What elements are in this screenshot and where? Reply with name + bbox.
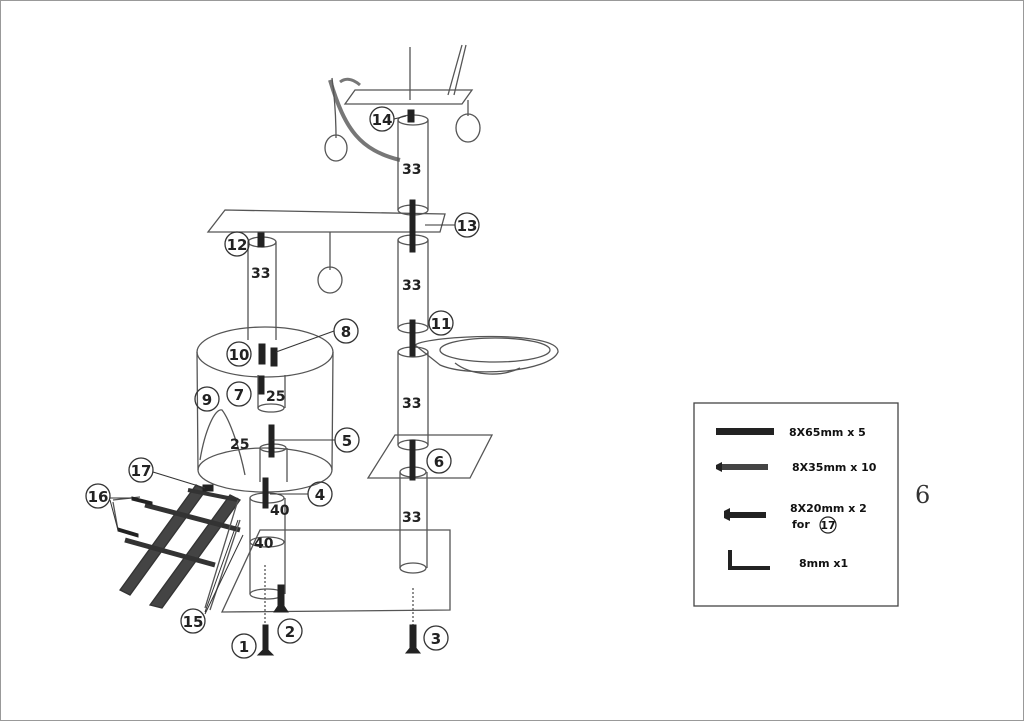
segment-label: 33 bbox=[251, 266, 270, 282]
callout-4: 4 bbox=[315, 486, 325, 504]
segment-label: 25 bbox=[266, 389, 285, 405]
callout-12: 12 bbox=[227, 236, 248, 254]
bolt-5-icon bbox=[268, 424, 275, 458]
long-bolt-icon bbox=[716, 428, 774, 435]
callout-leaders bbox=[109, 115, 455, 615]
callout-17: 17 bbox=[131, 462, 152, 480]
segment-label: 33 bbox=[402, 162, 421, 178]
segment-label: 33 bbox=[402, 396, 421, 412]
bolt-10-icon bbox=[258, 343, 266, 365]
segment-label: 33 bbox=[402, 510, 421, 526]
callout-1: 1 bbox=[239, 638, 249, 656]
hardware-legend: 8X65mm x 5 8X35mm x 10 8X20mm x 2 for 17… bbox=[693, 402, 899, 607]
screw-3-icon bbox=[404, 624, 422, 654]
segment-label: 40 bbox=[254, 536, 274, 552]
legend-item-ref: 17 bbox=[820, 519, 835, 532]
screw-1-icon bbox=[256, 624, 275, 656]
bolt-13-icon bbox=[409, 199, 416, 253]
callout-8: 8 bbox=[341, 323, 351, 341]
bolt-marks bbox=[117, 109, 422, 656]
callout-15: 15 bbox=[183, 613, 204, 631]
legend-item-sublabel: for bbox=[792, 518, 810, 531]
ref-circle bbox=[819, 516, 837, 534]
bolt-12-icon bbox=[257, 232, 265, 248]
screw-16a-icon bbox=[131, 496, 153, 506]
bolt-8-icon bbox=[270, 347, 278, 367]
screw-2-icon bbox=[273, 584, 289, 613]
legend-box bbox=[693, 402, 899, 607]
bolt-6-icon bbox=[409, 439, 416, 481]
callout-2: 2 bbox=[285, 623, 295, 641]
segment-label: 40 bbox=[270, 503, 290, 519]
callout-13: 13 bbox=[457, 217, 478, 235]
bolt-7-icon bbox=[258, 375, 265, 395]
callout-5: 5 bbox=[342, 432, 352, 450]
segment-label: 25 bbox=[230, 437, 249, 453]
callout-9: 9 bbox=[202, 391, 212, 409]
segment-labels: 33 33 33 33 33 25 25 40 40 bbox=[230, 162, 421, 552]
callout-3: 3 bbox=[431, 630, 441, 648]
screw-17-icon bbox=[202, 484, 214, 492]
callout-14: 14 bbox=[372, 111, 393, 129]
callout-16: 16 bbox=[88, 488, 109, 506]
bolt-4-icon bbox=[262, 477, 269, 509]
callout-11: 11 bbox=[431, 315, 452, 333]
legend-item-label: 8mm x1 bbox=[799, 557, 848, 570]
segment-label: 33 bbox=[402, 278, 421, 294]
callout-6: 6 bbox=[434, 453, 444, 471]
allen-key-icon bbox=[728, 550, 770, 570]
legend-item-label: 8X35mm x 10 bbox=[792, 461, 877, 474]
legend-item-label: 8X20mm x 2 bbox=[790, 502, 867, 515]
legend-item-label: 8X65mm x 5 bbox=[789, 426, 866, 439]
short-screw-icon bbox=[724, 508, 766, 521]
callout-numbers: 1 2 3 4 5 6 7 8 9 10 11 12 13 14 15 16 1… bbox=[88, 111, 478, 656]
bolt-11-icon bbox=[409, 319, 416, 357]
screw-icon bbox=[716, 462, 768, 472]
callout-10: 10 bbox=[229, 346, 250, 364]
page-number: 6 bbox=[915, 481, 930, 509]
bolt-14-icon bbox=[407, 109, 415, 123]
callout-7: 7 bbox=[234, 386, 244, 404]
